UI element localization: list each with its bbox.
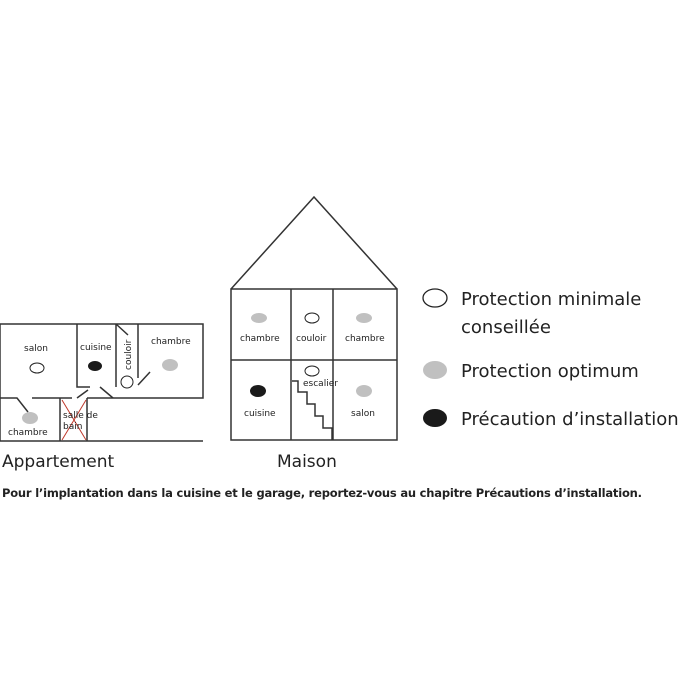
- room-escalier: escalier: [303, 379, 338, 389]
- installation-note: Pour l’implantation dans la cuisine et l…: [2, 486, 642, 500]
- marker-minimal: [304, 312, 320, 324]
- legend: Protection minimale conseillée Protectio…: [422, 288, 679, 430]
- marker-minimal: [304, 365, 320, 377]
- room-couloir: couloir: [124, 339, 134, 370]
- room-couloir: couloir: [296, 334, 327, 344]
- room-chambre: chambre: [345, 334, 385, 344]
- marker-optimum: [251, 313, 267, 323]
- room-cuisine: cuisine: [244, 409, 276, 419]
- room-salle-de-bain: salle de: [63, 411, 98, 421]
- legend-optimum: Protection optimum: [461, 361, 639, 382]
- marker-optimum: [22, 412, 38, 424]
- marker-optimum: [162, 359, 178, 371]
- marker-precaution: [88, 361, 102, 371]
- house-title: Maison: [277, 452, 337, 472]
- excluded-bathroom-cross: [61, 399, 87, 441]
- room-salle-de-bain: bain: [63, 422, 82, 432]
- room-salon: salon: [351, 409, 375, 419]
- room-salon: salon: [24, 344, 48, 354]
- marker-optimum: [356, 313, 372, 323]
- legend-minimal-icon: [422, 288, 448, 308]
- apartment-title: Appartement: [2, 452, 115, 472]
- house-plan: chambre couloir chambre escalier cuisine…: [230, 195, 398, 472]
- legend-optimum-icon: [423, 361, 447, 379]
- marker-minimal: [120, 375, 134, 389]
- marker-minimal: [29, 362, 45, 374]
- apartment-plan: salon cuisine couloir chambre chambre sa…: [0, 323, 204, 472]
- marker-precaution: [250, 385, 266, 397]
- room-chambre: chambre: [8, 428, 48, 438]
- room-chambre: chambre: [240, 334, 280, 344]
- legend-precaution: Précaution d’installation: [461, 409, 679, 430]
- legend-precaution-icon: [423, 409, 447, 427]
- marker-optimum: [356, 385, 372, 397]
- legend-minimal: Protection minimale: [461, 289, 641, 310]
- room-cuisine: cuisine: [80, 343, 112, 353]
- room-chambre: chambre: [151, 337, 191, 347]
- legend-minimal-cont: conseillée: [461, 317, 551, 338]
